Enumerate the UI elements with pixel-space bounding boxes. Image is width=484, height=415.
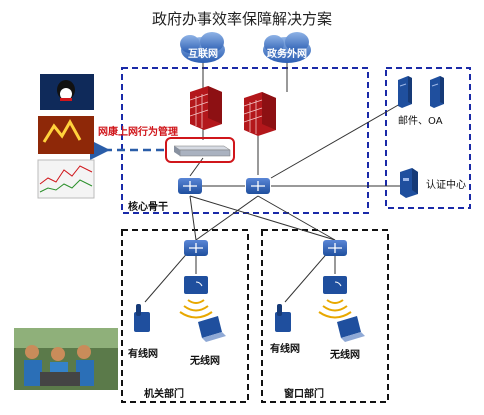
people-photo [14, 328, 118, 390]
laptop-left-icon [198, 316, 226, 342]
behavior-mgmt-label: 网康上网行为管理 [98, 127, 178, 138]
gov-extranet-label: 政务外网 [267, 49, 307, 60]
core-backbone-label: 核心骨干 [128, 202, 168, 213]
behavior-mgmt-highlight [165, 137, 235, 163]
wireless-ap-left-icon [184, 276, 208, 294]
laptop-right-icon [337, 316, 365, 342]
game-thumbnail [38, 116, 94, 154]
mail-server-icon [398, 76, 412, 108]
office-dept-region [121, 229, 249, 403]
auth-center-label: 认证中心 [426, 180, 466, 191]
mail-oa-label: 邮件、OA [398, 116, 443, 127]
auth-server-icon [400, 168, 418, 198]
wifi-waves-right [318, 299, 352, 319]
oa-server-icon [430, 76, 444, 108]
access-switch-right-icon [323, 240, 347, 256]
core-switch-left-icon [178, 178, 202, 194]
stock-chart-thumbnail [37, 159, 95, 199]
wired-phone-right-icon [275, 304, 291, 332]
access-switch-left-icon [184, 240, 208, 256]
wired-right-label: 有线网 [270, 344, 300, 355]
qq-app-thumbnail [40, 74, 94, 110]
wired-left-label: 有线网 [128, 349, 158, 360]
office-dept-label: 机关部门 [144, 389, 184, 400]
diagram-title: 政府办事效率保障解决方案 [151, 10, 332, 28]
wireless-left-label: 无线网 [190, 356, 220, 367]
link-lines [144, 62, 401, 303]
internet-cloud-icon [180, 32, 225, 63]
wifi-waves-left [179, 299, 213, 319]
wireless-ap-right-icon [323, 276, 347, 294]
core-region [121, 67, 369, 214]
wired-phone-left-icon [134, 304, 150, 332]
window-dept-label: 窗口部门 [284, 389, 324, 400]
gov-extranet-cloud-icon [263, 32, 311, 63]
server-region [385, 67, 471, 209]
internet-label: 互联网 [188, 49, 218, 60]
behavior-mgmt-appliance-icon [173, 145, 231, 157]
window-dept-region [261, 229, 389, 403]
firewall-right-icon [243, 92, 276, 136]
core-switch-right-icon [246, 178, 270, 194]
firewall-left-icon [189, 86, 222, 130]
wireless-right-label: 无线网 [330, 350, 360, 361]
